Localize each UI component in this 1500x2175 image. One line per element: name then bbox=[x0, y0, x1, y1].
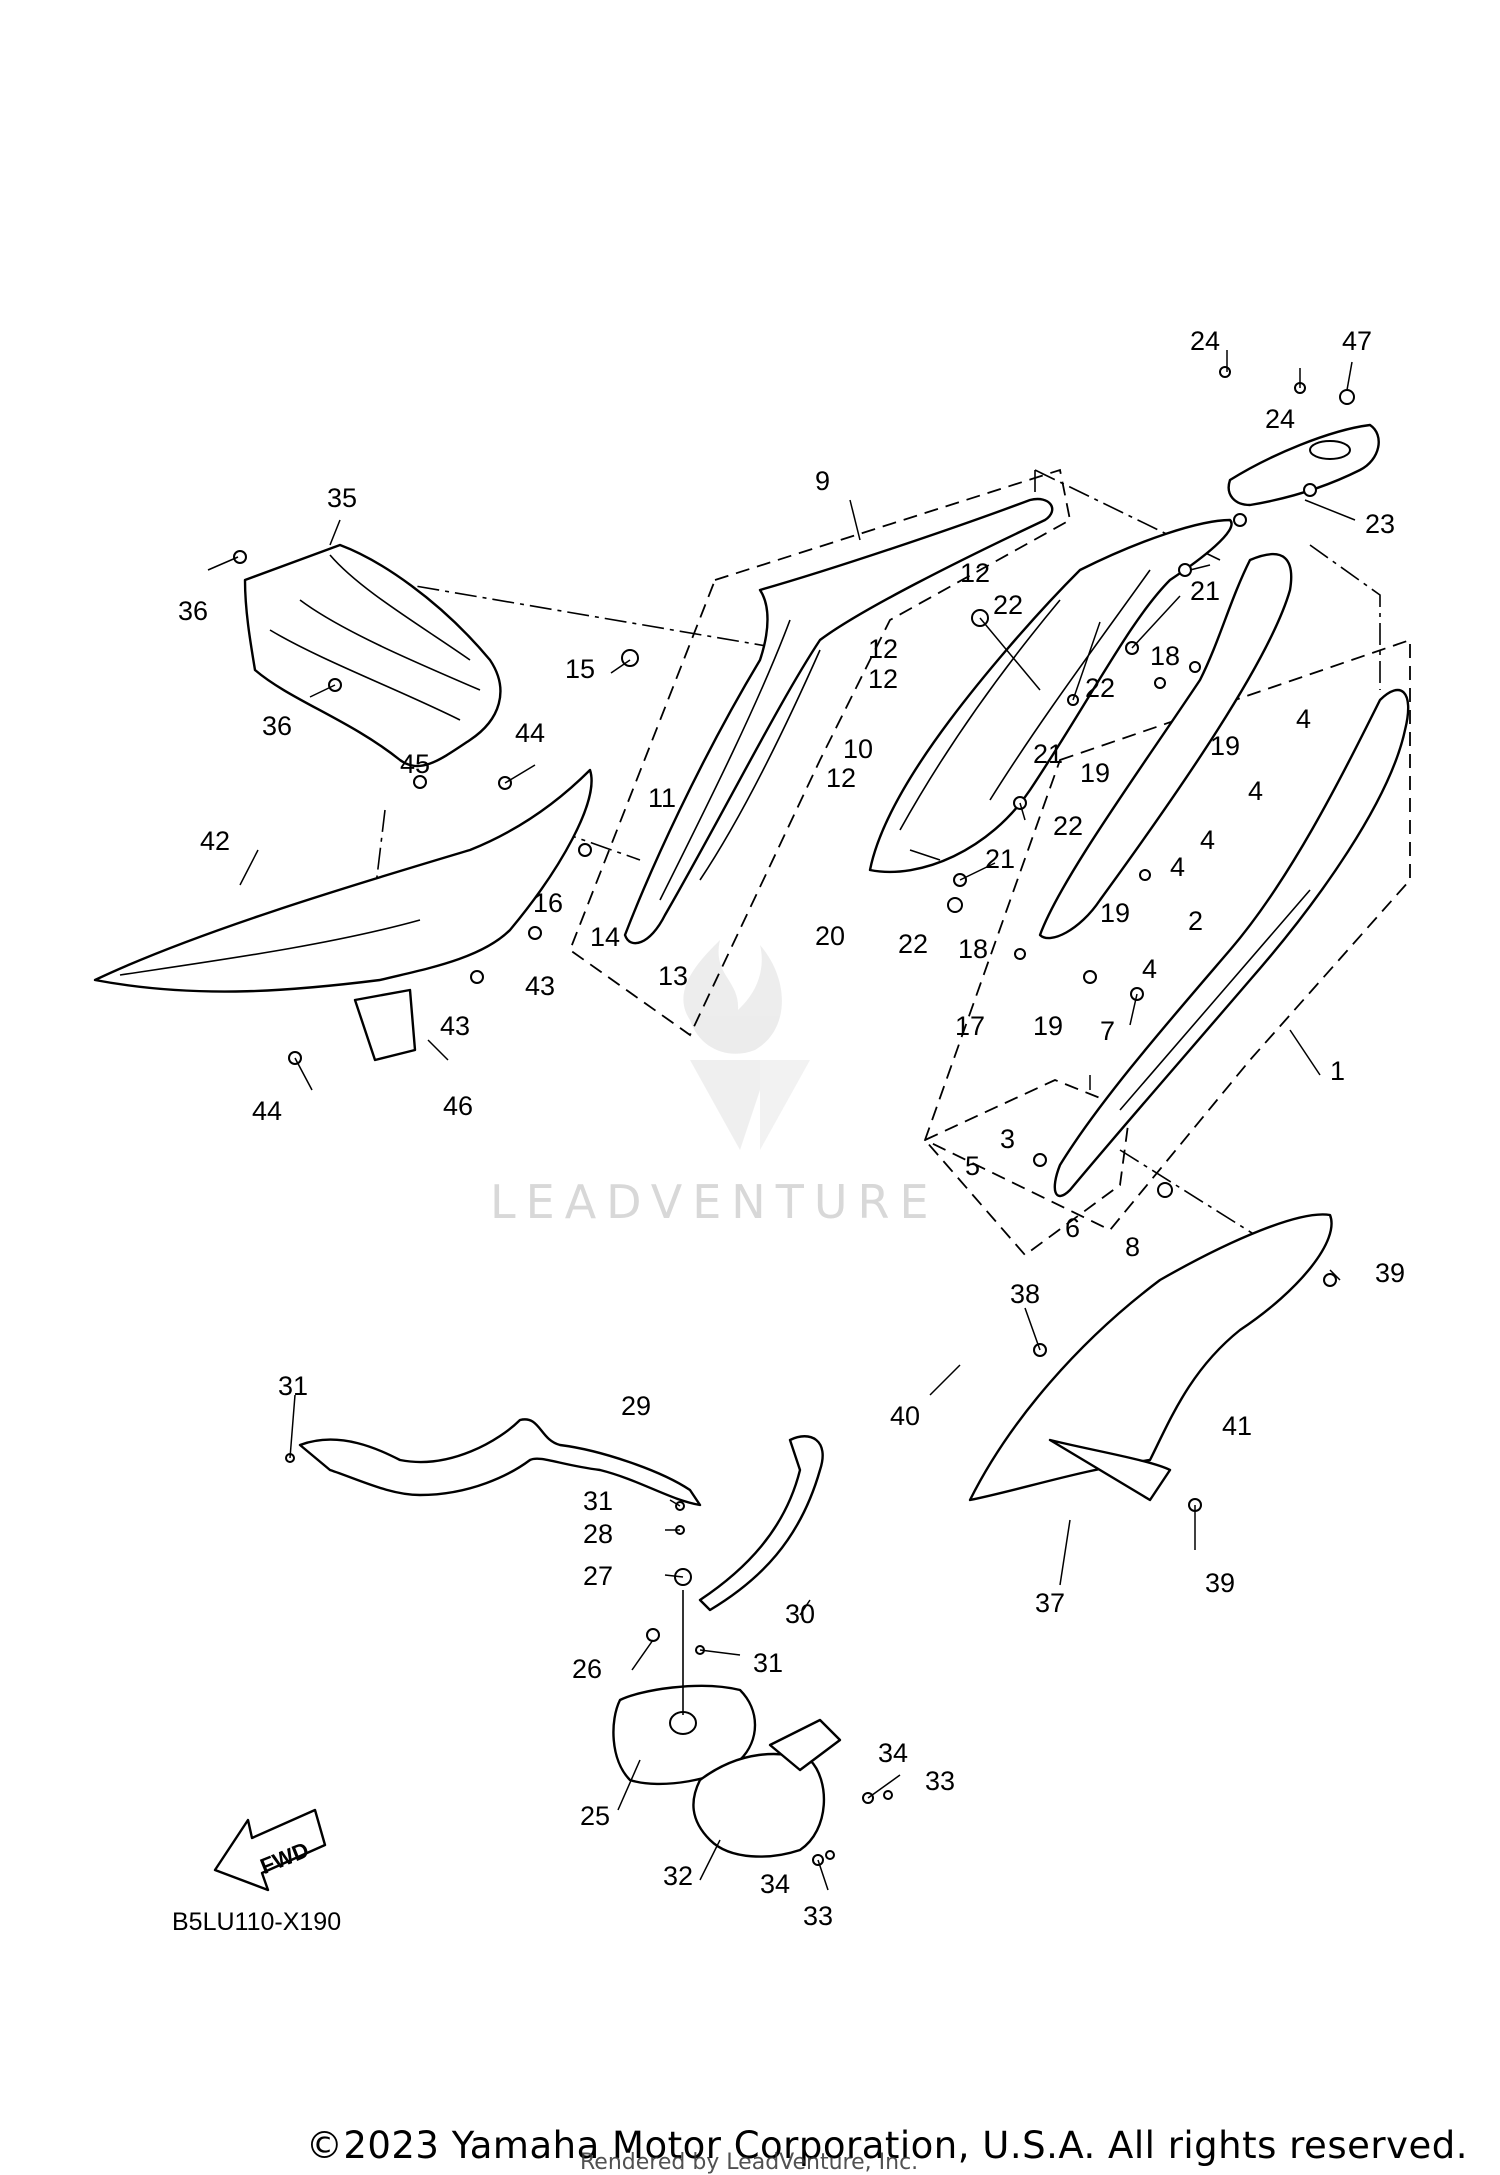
callout-22a: 22 bbox=[993, 590, 1023, 620]
group-outline-3 bbox=[923, 1079, 1131, 1257]
callout-12b: 12 bbox=[868, 634, 898, 664]
callout-22c: 22 bbox=[1053, 811, 1083, 841]
diagram-code: B5LU110-X190 bbox=[172, 1908, 341, 1936]
callout-35: 35 bbox=[327, 483, 357, 513]
callout-27: 27 bbox=[583, 1561, 613, 1591]
callout-12a: 12 bbox=[960, 558, 990, 588]
part-25-canister bbox=[612, 1590, 757, 1786]
callout-31b: 31 bbox=[583, 1486, 613, 1516]
callout-46: 46 bbox=[443, 1091, 473, 1121]
callout-4b: 4 bbox=[1248, 776, 1263, 806]
part-17-bracket bbox=[1038, 552, 1293, 940]
callout-18a: 18 bbox=[1150, 641, 1180, 671]
callout-33a: 33 bbox=[925, 1766, 955, 1796]
callout-19d: 19 bbox=[1033, 1011, 1063, 1041]
part-1-side-cover bbox=[1053, 688, 1410, 1198]
callout-34a: 34 bbox=[878, 1738, 908, 1768]
callout-22b: 22 bbox=[1085, 673, 1115, 703]
callout-12c: 12 bbox=[868, 664, 898, 694]
callout-28: 28 bbox=[583, 1519, 613, 1549]
callout-23: 23 bbox=[1365, 509, 1395, 539]
callout-21b: 21 bbox=[1033, 739, 1063, 769]
callout-13: 13 bbox=[658, 961, 688, 991]
callout-4: 4 bbox=[1296, 704, 1311, 734]
callout-10: 10 bbox=[843, 734, 873, 764]
callout-39b: 39 bbox=[1205, 1568, 1235, 1598]
ref-line-35 bbox=[379, 579, 791, 651]
callout-6: 6 bbox=[1065, 1213, 1080, 1243]
part-23-bracket bbox=[1227, 423, 1380, 507]
part-32-bracket bbox=[692, 1718, 842, 1858]
callout-31c: 31 bbox=[753, 1648, 783, 1678]
callout-19b: 19 bbox=[1210, 731, 1240, 761]
part-9-cover bbox=[623, 497, 1054, 945]
callout-1: 1 bbox=[1330, 1056, 1345, 1086]
callout-19a: 19 bbox=[1080, 758, 1110, 788]
callout-41: 41 bbox=[1222, 1411, 1252, 1441]
watermark-text: LEADVENTURE bbox=[490, 1175, 939, 1229]
callout-11: 11 bbox=[648, 783, 676, 813]
callout-24a: 24 bbox=[1190, 326, 1220, 356]
watermark-logo bbox=[683, 940, 810, 1150]
callout-29: 29 bbox=[621, 1391, 651, 1421]
part-29-hose bbox=[298, 1418, 702, 1507]
callout-7: 7 bbox=[1100, 1016, 1115, 1046]
callout-37: 37 bbox=[1035, 1588, 1065, 1618]
copyright-notice: ©2023 Yamaha Motor Corporation, U.S.A. A… bbox=[305, 2124, 1468, 2167]
callout-44a: 44 bbox=[515, 718, 545, 748]
callout-44b: 44 bbox=[252, 1096, 282, 1126]
callout-16: 16 bbox=[533, 888, 563, 918]
callout-31a: 31 bbox=[278, 1371, 308, 1401]
callout-38: 38 bbox=[1010, 1279, 1040, 1309]
callout-4c: 4 bbox=[1200, 825, 1215, 855]
part-37-cover bbox=[968, 1213, 1333, 1502]
fwd-arrow: FWD bbox=[213, 1808, 327, 1892]
callout-2: 2 bbox=[1188, 906, 1203, 936]
callout-45: 45 bbox=[400, 749, 430, 779]
callout-4e: 4 bbox=[1142, 954, 1157, 984]
callout-47: 47 bbox=[1342, 326, 1372, 356]
leader-lines bbox=[207, 350, 1356, 1891]
callout-42: 42 bbox=[200, 826, 230, 856]
callout-40: 40 bbox=[890, 1401, 920, 1431]
callout-15: 15 bbox=[565, 654, 595, 684]
callout-22d: 22 bbox=[898, 929, 928, 959]
callout-39a: 39 bbox=[1375, 1258, 1405, 1288]
callout-12d: 12 bbox=[826, 763, 856, 793]
callout-18b: 18 bbox=[958, 934, 988, 964]
callout-36a: 36 bbox=[178, 596, 208, 626]
callout-20: 20 bbox=[815, 921, 845, 951]
callout-26: 26 bbox=[572, 1654, 602, 1684]
callout-34b: 34 bbox=[760, 1869, 790, 1899]
callout-19c: 19 bbox=[1100, 898, 1130, 928]
callout-17: 17 bbox=[955, 1011, 985, 1041]
callout-14: 14 bbox=[590, 922, 620, 952]
callout-24b: 24 bbox=[1265, 404, 1295, 434]
callout-5: 5 bbox=[965, 1151, 980, 1181]
callout-43a: 43 bbox=[525, 971, 555, 1001]
callout-30: 30 bbox=[785, 1599, 815, 1629]
callout-21c: 21 bbox=[985, 844, 1015, 874]
callout-21a: 21 bbox=[1190, 576, 1220, 606]
callout-43b: 43 bbox=[440, 1011, 470, 1041]
callout-36b: 36 bbox=[262, 711, 292, 741]
callout-labels: 1 2 3 4 4 4 4 4 5 6 7 8 9 10 11 12 12 12… bbox=[178, 326, 1405, 1931]
callout-9: 9 bbox=[815, 466, 830, 496]
part-35-cover bbox=[243, 543, 502, 768]
callout-4d: 4 bbox=[1170, 852, 1185, 882]
ref-line-23 bbox=[1309, 544, 1381, 690]
rendered-by-notice: Rendered by LeadVenture, Inc. bbox=[580, 2150, 919, 2175]
callout-25: 25 bbox=[580, 1801, 610, 1831]
callout-33b: 33 bbox=[803, 1901, 833, 1931]
callout-8: 8 bbox=[1125, 1232, 1140, 1262]
callout-3: 3 bbox=[1000, 1124, 1015, 1154]
part-42-lower-cover bbox=[93, 768, 593, 1062]
callout-32: 32 bbox=[663, 1861, 693, 1891]
part-30-hose bbox=[698, 1435, 824, 1612]
